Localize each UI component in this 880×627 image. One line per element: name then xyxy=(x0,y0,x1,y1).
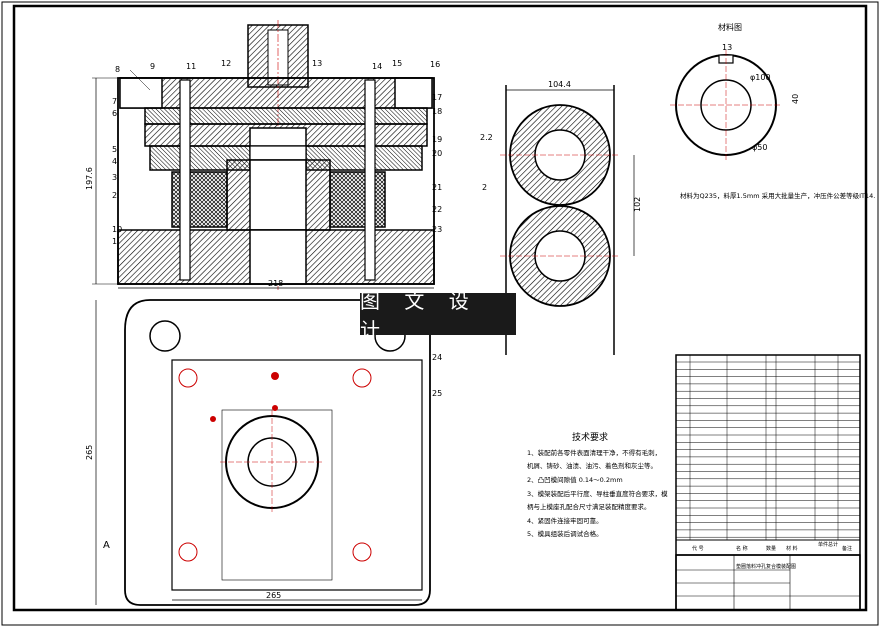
svg-text:17: 17 xyxy=(432,93,442,102)
svg-text:4: 4 xyxy=(112,157,117,166)
svg-text:22: 22 xyxy=(432,205,442,214)
blank-inner-dim: φ50 xyxy=(752,143,767,152)
strip-layout: 104.4 2.2 2 102 xyxy=(480,80,642,355)
svg-text:9: 9 xyxy=(150,62,155,71)
svg-text:6: 6 xyxy=(112,109,117,118)
bom-header-material: 材 料 xyxy=(786,545,798,552)
tech-req-item: 4、紧固件连接牢固可靠。 xyxy=(527,516,603,525)
svg-text:24: 24 xyxy=(432,353,442,362)
strip-pitch-dim: 102 xyxy=(633,197,642,212)
bom-header-unit: 单件 xyxy=(818,541,828,548)
svg-text:16: 16 xyxy=(430,60,440,69)
plate-width-dim: 265 xyxy=(266,591,281,600)
svg-text:2: 2 xyxy=(112,191,117,200)
svg-text:11: 11 xyxy=(186,62,196,71)
svg-text:18: 18 xyxy=(432,107,442,116)
tech-req-item: 5、模具组装后调试合格。 xyxy=(527,529,603,538)
view-label: A xyxy=(103,540,110,551)
tech-req-item: 机屑、铸砂、油渍、油污、着色剂和灰尘等。 xyxy=(527,461,657,470)
blank-outer-dim: φ100 xyxy=(750,73,771,82)
svg-text:14: 14 xyxy=(372,62,382,71)
tech-req-item: 1、装配前各零件表面清理干净，不得有毛刺， xyxy=(527,448,661,457)
plate-height-dim: 265 xyxy=(85,445,94,460)
tech-req-title: 技术要求 xyxy=(572,431,608,443)
svg-text:15: 15 xyxy=(392,59,402,68)
tech-req-item: 2、凸凹模间隙值 0.14～0.2mm xyxy=(527,475,623,484)
assembly-height-dim: 197.6 xyxy=(85,167,94,190)
tech-req-item: 柄与上模座孔配合尺寸满足装配精度要求。 xyxy=(527,502,651,511)
blank-title: 材料图 xyxy=(718,22,742,32)
svg-text:8: 8 xyxy=(115,65,120,74)
svg-text:12: 12 xyxy=(221,59,231,68)
bom-header-qty: 数量 xyxy=(766,545,776,552)
bom-header-total: 总计 xyxy=(828,541,838,548)
svg-text:23: 23 xyxy=(432,225,442,234)
drawing-name: 垫圈落料冲孔复合模装配图 xyxy=(736,563,796,570)
material-note: 材料为Q235，料厚1.5mm 采用大批量生产，冲压件公差等级IT14. xyxy=(680,191,875,200)
bill-of-materials: 代 号 名 称 数量 材 料 单件 总计 备注 垫圈落料冲孔复合模装配图 xyxy=(675,354,861,611)
svg-text:10: 10 xyxy=(112,225,122,234)
assembly-section-view: 197.6 218 xyxy=(85,20,435,290)
technical-requirements: 技术要求 1、装配前各零件表面清理干净，不得有毛刺， 机屑、铸砂、油渍、油污、着… xyxy=(527,431,668,538)
blank-slot-dim: 13 xyxy=(722,43,732,52)
svg-text:20: 20 xyxy=(432,149,442,158)
blank-drawing: 材料图 13 φ100 φ50 40 材料为Q235，料厚1.5mm 采用大批量… xyxy=(670,22,875,200)
blank-depth-dim: 40 xyxy=(791,94,800,104)
svg-text:1: 1 xyxy=(112,237,117,246)
strip-gap-dim: 2 xyxy=(482,183,487,192)
bom-header-remark: 备注 xyxy=(842,545,852,552)
svg-text:21: 21 xyxy=(432,183,442,192)
balloon-labels-left: 8 9 11 12 13 14 15 16 17 18 19 20 21 22 … xyxy=(112,59,442,398)
strip-offset-dim: 2.2 xyxy=(480,133,493,142)
svg-text:13: 13 xyxy=(312,59,322,68)
assembly-width-dim: 218 xyxy=(268,279,283,288)
svg-text:19: 19 xyxy=(432,135,442,144)
svg-text:7: 7 xyxy=(112,97,117,106)
strip-width-dim: 104.4 xyxy=(548,80,571,89)
inner-border xyxy=(12,4,868,612)
svg-text:25: 25 xyxy=(432,389,442,398)
tech-req-item: 3、模架装配后平行度、导柱垂直度符合要求，模 xyxy=(527,489,668,498)
bom-header-code: 代 号 xyxy=(692,545,704,552)
watermark-banner: 图 文 设 计 xyxy=(360,289,516,342)
bom-header-name: 名 称 xyxy=(736,545,748,552)
svg-text:3: 3 xyxy=(112,173,117,182)
plan-view: 265 265 A xyxy=(85,299,431,606)
svg-text:5: 5 xyxy=(112,145,117,154)
